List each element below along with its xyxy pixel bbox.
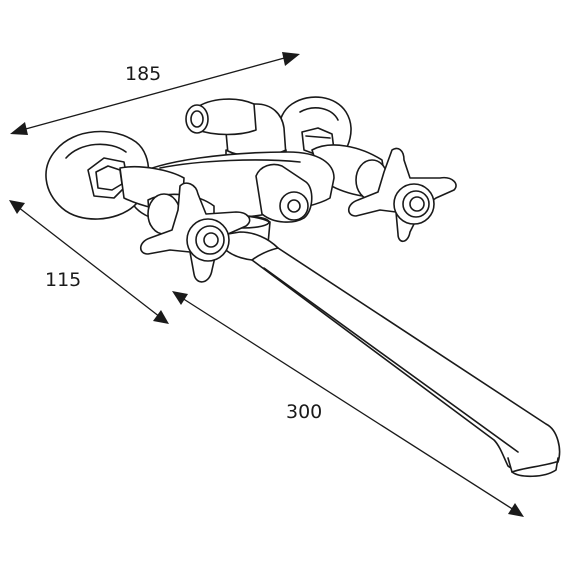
width-label: 185 [125,63,161,85]
dimension-width [10,52,300,135]
top-outlet-elbow [185,98,287,167]
faucet-illustration [45,96,561,478]
dimension-depth [9,200,169,324]
long-spout [215,231,561,478]
left-cross-handle [139,182,251,283]
depth-label: 115 [45,269,81,291]
dimension-spout-length [172,291,524,517]
diverter-knob [255,163,313,223]
right-cross-handle [347,147,457,243]
spout-length-label: 300 [286,401,322,423]
